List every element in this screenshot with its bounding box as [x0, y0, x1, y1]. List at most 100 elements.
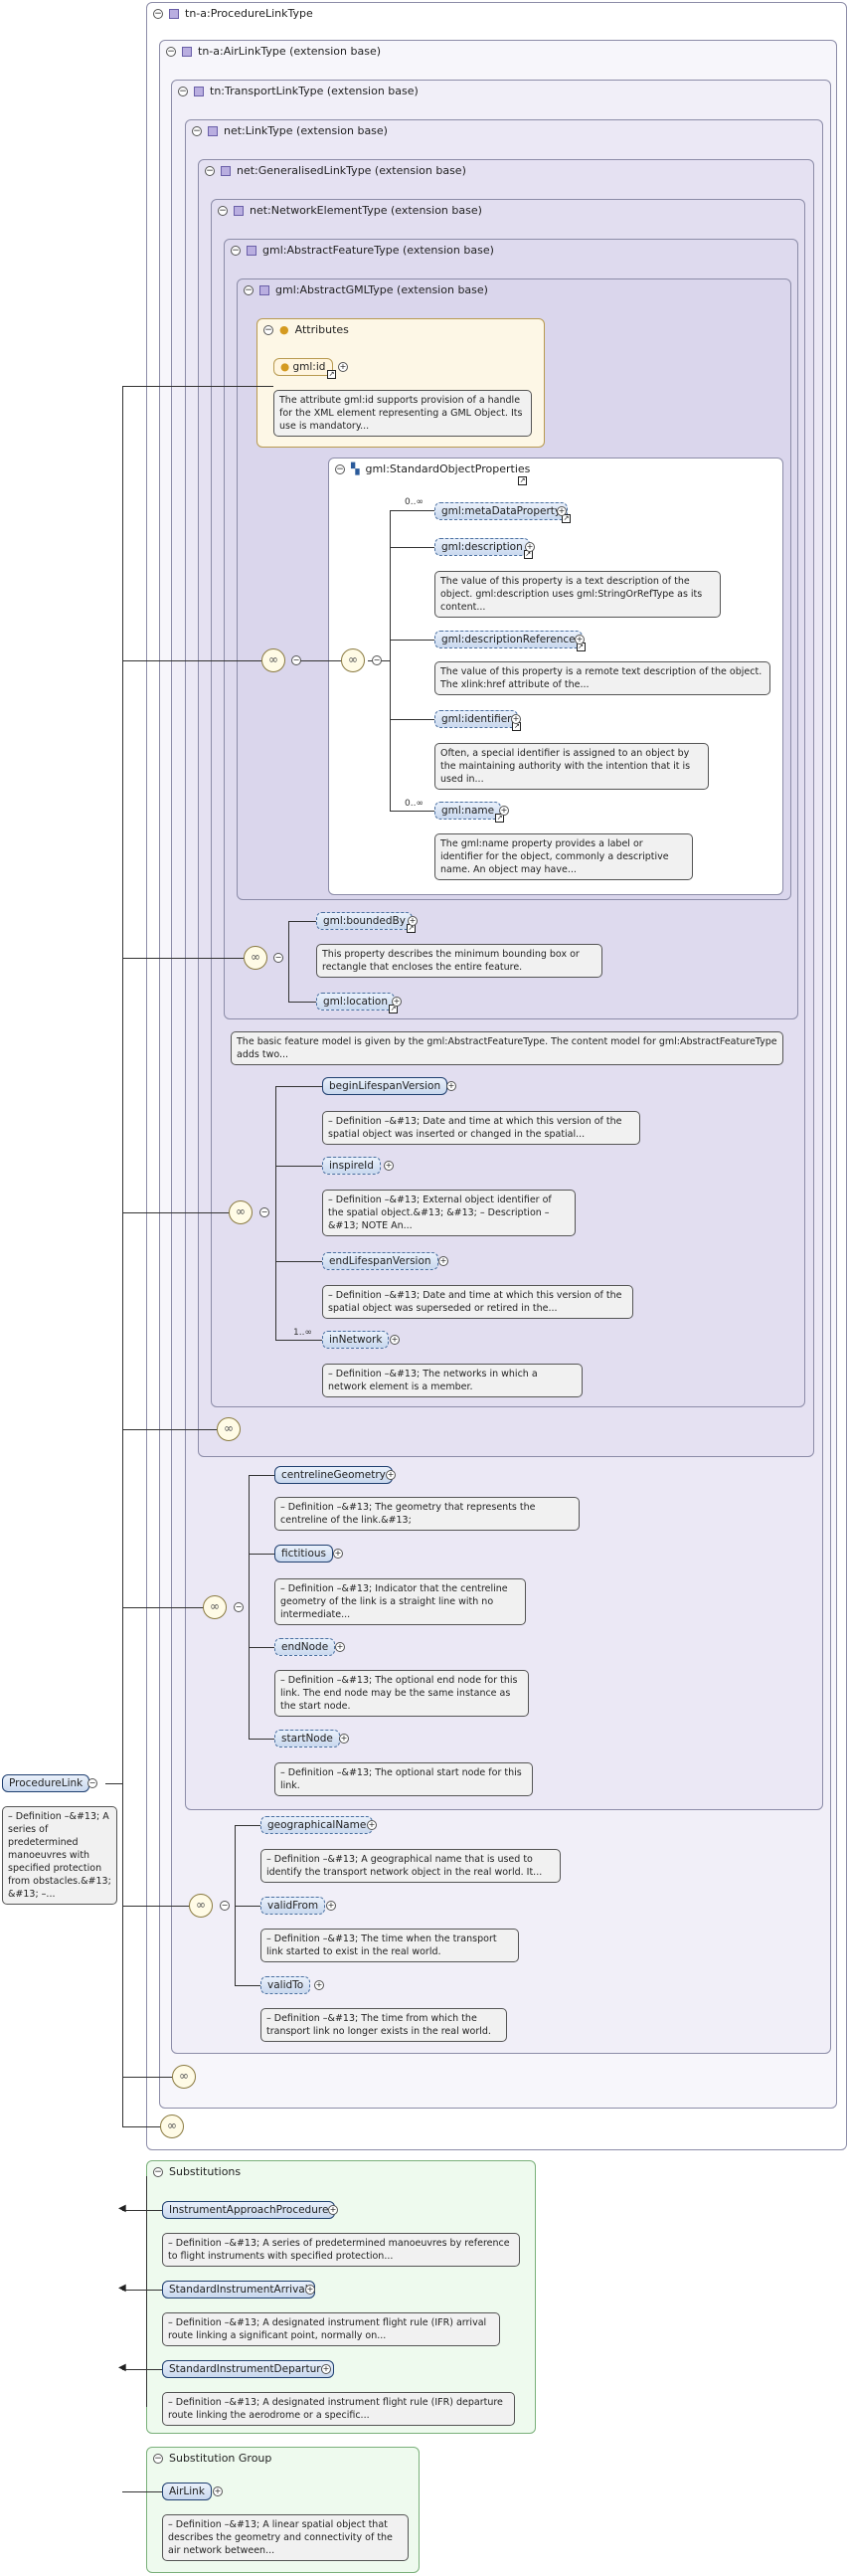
description-element[interactable]: gml:description ↗ [434, 538, 533, 559]
expand-icon[interactable]: + [438, 1256, 448, 1266]
bounded-by-element[interactable]: gml:boundedBy ↗ [316, 912, 416, 933]
collapse-toggle[interactable]: − [234, 1602, 244, 1612]
expand-icon[interactable]: + [335, 1642, 345, 1652]
sequence-icon[interactable]: ∞ [160, 2115, 184, 2138]
element-label: gml:name [441, 805, 495, 817]
expand-icon[interactable]: + [321, 2364, 331, 2374]
collapse-toggle[interactable]: − [291, 655, 301, 665]
expand-icon[interactable]: + [499, 806, 509, 816]
identifier-doc: Often, a special identifier is assigned … [434, 743, 709, 790]
expand-icon[interactable]: + [525, 542, 535, 552]
centreline-geometry-element[interactable]: centrelineGeometry [274, 1466, 393, 1484]
valid-to-element[interactable]: validTo [260, 1976, 311, 1994]
expand-icon[interactable]: + [333, 1549, 343, 1559]
expand-icon[interactable]: + [390, 1335, 400, 1345]
end-lifespan-version-doc: – Definition –&#13; Date and time at whi… [322, 1285, 633, 1319]
gml-id-attribute[interactable]: ● gml:id ↗ [273, 358, 336, 379]
description-doc: The value of this property is a text des… [434, 571, 721, 618]
group-icon: ▚ [351, 462, 360, 475]
collapse-toggle[interactable]: − [153, 2453, 163, 2464]
name-element[interactable]: gml:name ↗ [434, 802, 505, 823]
standard-instrument-arrival-doc: – Definition –&#13; A designated instrum… [162, 2312, 500, 2346]
collapse-toggle[interactable]: − [166, 46, 176, 57]
in-network-element[interactable]: inNetwork [322, 1331, 390, 1349]
location-element[interactable]: gml:location ↗ [316, 993, 399, 1013]
standard-instrument-departure-element[interactable]: StandardInstrumentDeparture [162, 2360, 334, 2378]
sequence-icon[interactable]: ∞ [341, 648, 365, 672]
element-label: validTo [267, 1979, 304, 1991]
expand-icon[interactable]: + [511, 714, 521, 724]
expand-icon[interactable]: + [367, 1820, 377, 1830]
collapse-toggle[interactable]: − [153, 2166, 163, 2177]
in-network-doc: – Definition –&#13; The networks in whic… [322, 1364, 583, 1397]
collapse-toggle[interactable]: − [205, 165, 215, 176]
gml-id-doc: The attribute gml:id supports provision … [273, 390, 532, 437]
expand-icon[interactable]: + [446, 1081, 456, 1091]
valid-from-element[interactable]: validFrom [260, 1897, 326, 1915]
collapse-toggle[interactable]: − [218, 205, 228, 216]
instrument-approach-procedure-element[interactable]: InstrumentApproachProcedure [162, 2201, 336, 2219]
inspire-id-doc: – Definition –&#13; External object iden… [322, 1190, 576, 1236]
collapse-toggle[interactable]: − [244, 284, 254, 295]
sequence-icon[interactable]: ∞ [229, 1200, 253, 1224]
fictitious-element[interactable]: fictitious [274, 1545, 334, 1563]
inspire-id-element[interactable]: inspireId [322, 1157, 381, 1175]
collapse-toggle[interactable]: − [273, 953, 283, 963]
element-label: StandardInstrumentArrival [169, 2284, 308, 2296]
meta-data-property-element[interactable]: gml:metaDataProperty ↗ [434, 502, 572, 523]
ref-arrow-icon: ↗ [562, 514, 572, 523]
sequence-icon[interactable]: ∞ [203, 1595, 227, 1619]
standard-instrument-departure-doc: – Definition –&#13; A designated instrum… [162, 2392, 515, 2426]
expand-icon[interactable]: + [386, 1470, 396, 1480]
complex-type-icon [182, 46, 192, 57]
start-node-element[interactable]: startNode [274, 1730, 340, 1748]
collapse-toggle[interactable]: − [231, 245, 241, 256]
begin-lifespan-version-doc: – Definition –&#13; Date and time at whi… [322, 1111, 640, 1145]
type-title: tn-a:AirLinkType (extension base) [198, 45, 382, 58]
procedure-link-root-element[interactable]: ProcedureLink [2, 1774, 90, 1792]
end-lifespan-version-element[interactable]: endLifespanVersion [322, 1252, 438, 1270]
expand-icon[interactable]: + [326, 1901, 336, 1911]
collapse-toggle[interactable]: − [220, 1901, 230, 1911]
expand-icon[interactable]: + [213, 2486, 223, 2496]
collapse-toggle[interactable]: − [192, 125, 202, 136]
sequence-icon[interactable]: ∞ [217, 1417, 241, 1441]
expand-icon[interactable]: + [339, 1734, 349, 1744]
collapse-toggle[interactable]: − [87, 1778, 97, 1788]
expand-icon[interactable]: + [384, 1161, 394, 1171]
group-title: gml:StandardObjectProperties [365, 462, 531, 475]
type-title: gml:AbstractGMLType (extension base) [275, 283, 488, 296]
element-label: gml:description [441, 541, 523, 553]
sequence-icon[interactable]: ∞ [244, 946, 267, 970]
expand-icon[interactable]: + [314, 1980, 324, 1990]
collapse-toggle[interactable]: − [263, 324, 273, 335]
geographical-name-element[interactable]: geographicalName [260, 1816, 374, 1834]
element-label: fictitious [281, 1548, 327, 1560]
expand-icon[interactable]: + [338, 362, 348, 372]
collapse-toggle[interactable]: − [372, 655, 382, 665]
expand-icon[interactable]: + [305, 2285, 315, 2295]
collapse-toggle[interactable]: − [335, 463, 345, 474]
expand-icon[interactable]: + [328, 2205, 338, 2215]
collapse-toggle[interactable]: − [153, 8, 163, 19]
sequence-icon[interactable]: ∞ [172, 2065, 196, 2089]
standard-instrument-arrival-element[interactable]: StandardInstrumentArrival [162, 2281, 315, 2299]
expand-icon[interactable]: + [408, 916, 418, 926]
expand-icon[interactable]: + [557, 506, 567, 516]
substitution-group-title: Substitution Group [169, 2452, 272, 2465]
begin-lifespan-version-element[interactable]: beginLifespanVersion [322, 1077, 448, 1095]
sequence-icon[interactable]: ∞ [261, 648, 285, 672]
airlink-element[interactable]: AirLink [162, 2483, 212, 2500]
expand-icon[interactable]: + [392, 997, 402, 1007]
collapse-toggle[interactable]: − [259, 1207, 269, 1217]
type-title: net:GeneralisedLinkType (extension base) [237, 164, 466, 177]
type-title: tn:TransportLinkType (extension base) [210, 85, 419, 97]
expand-icon[interactable]: + [575, 635, 585, 644]
collapse-toggle[interactable]: − [178, 86, 188, 96]
description-reference-element[interactable]: gml:descriptionReference ↗ [434, 631, 586, 651]
sequence-icon[interactable]: ∞ [189, 1894, 213, 1918]
identifier-element[interactable]: gml:identifier ↗ [434, 710, 522, 731]
end-node-element[interactable]: endNode [274, 1638, 336, 1656]
complex-type-icon [208, 125, 218, 136]
element-label: gml:descriptionReference [441, 634, 576, 645]
